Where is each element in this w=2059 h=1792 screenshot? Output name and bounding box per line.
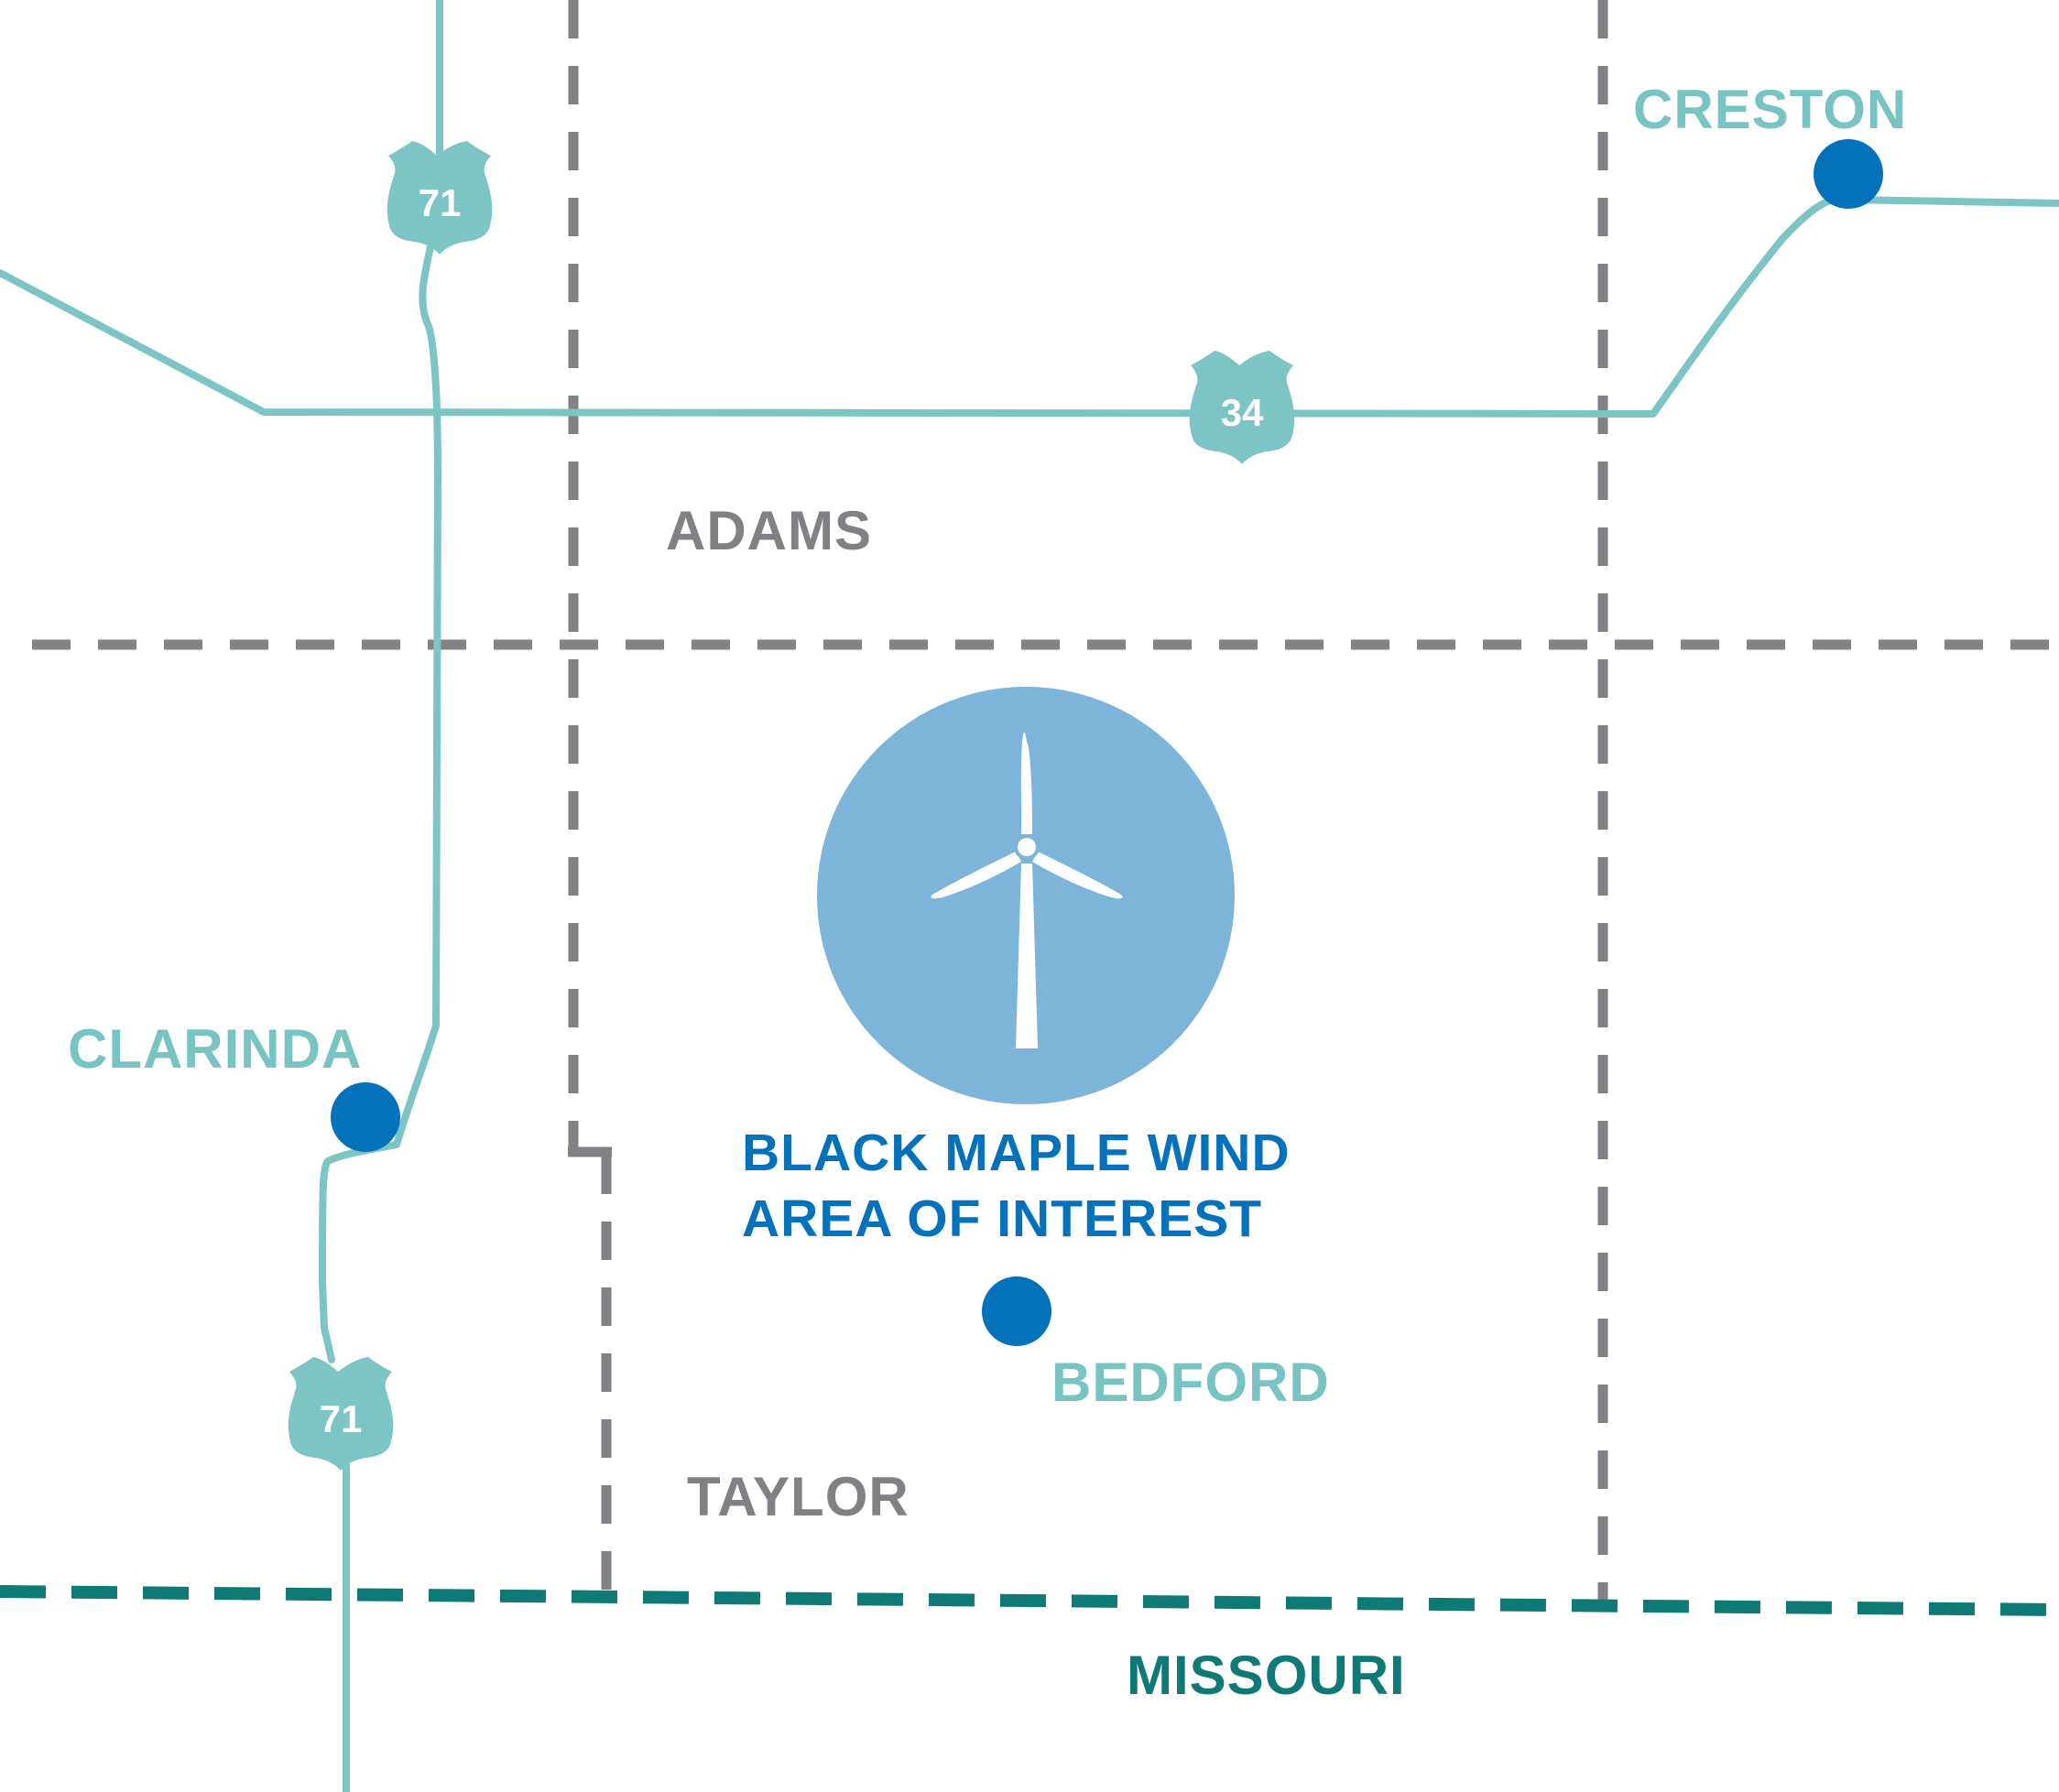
wind-turbine-icon: [931, 732, 1123, 1048]
bedford-dot: [982, 1276, 1051, 1346]
clarinda-dot: [331, 1082, 400, 1152]
us71-shield-label: 71: [320, 1397, 363, 1440]
area-of-interest-label-line2: AREA OF INTEREST: [742, 1189, 1262, 1248]
county-borders: [32, 0, 2059, 1602]
us71-shield-label: 71: [419, 181, 462, 224]
us34-road: [0, 195, 2059, 418]
us71-shield-north: 71: [387, 141, 493, 255]
state-border-missouri: [0, 1585, 2059, 1616]
creston-dot: [1814, 139, 1883, 209]
area-of-interest-label-line1: BLACK MAPLE WIND: [742, 1124, 1291, 1182]
creston-label: CRESTON: [1633, 79, 1907, 140]
us34-shield: 34: [1189, 351, 1295, 464]
taylor-county-label: TAYLOR: [687, 1466, 910, 1527]
clarinda-label: CLARINDA: [68, 1018, 362, 1080]
bedford-label: BEDFORD: [1051, 1352, 1330, 1413]
missouri-state-label: MISSOURI: [1127, 1645, 1406, 1706]
us71-road-north: [319, 0, 443, 1363]
us34-shield-label: 34: [1221, 391, 1264, 434]
adams-county-label: ADAMS: [666, 500, 872, 561]
us71-shield-south: 71: [288, 1357, 394, 1471]
